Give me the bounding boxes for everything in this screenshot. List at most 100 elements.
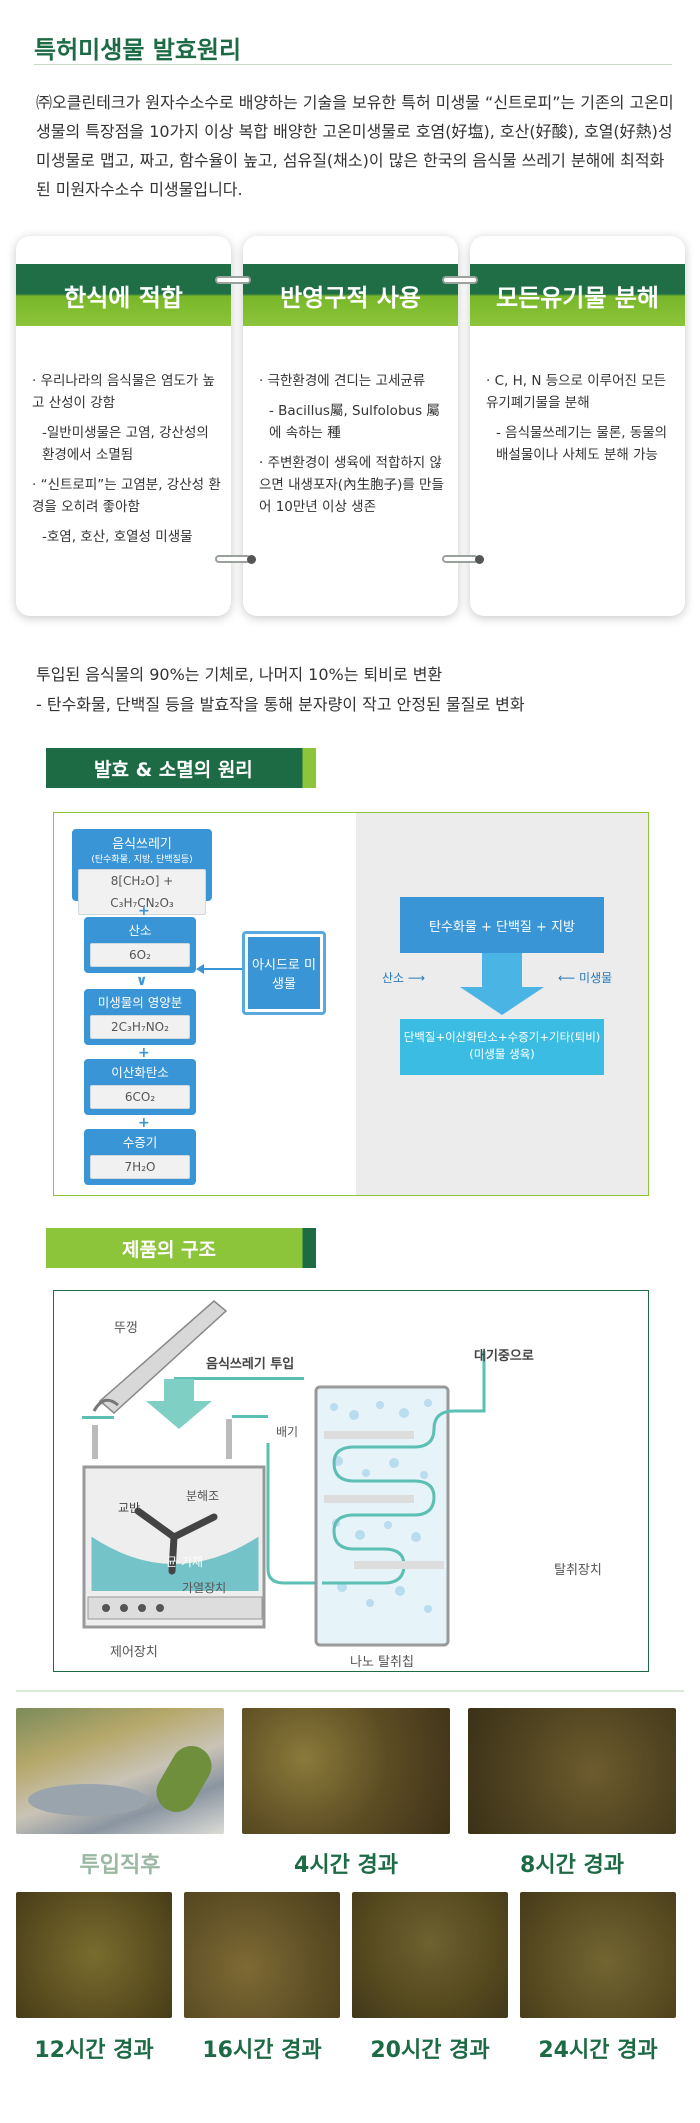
dewater-label: 탈취장치 bbox=[554, 1563, 602, 1578]
exhaust-label: 배기 bbox=[276, 1425, 299, 1439]
food-waste-label: 음식쓰레기 bbox=[112, 837, 172, 852]
card-body: · 극한환경에 견디는 고세균류 - Bacillus屬, Sulfolobus… bbox=[259, 370, 448, 526]
food-waste-sub: (탄수화물, 지방, 단백질등) bbox=[91, 855, 193, 865]
photo-8h bbox=[468, 1708, 676, 1834]
machine-drawing bbox=[82, 1300, 486, 1647]
card-item: · 극한환경에 견디는 고세균류 bbox=[259, 373, 426, 389]
photo-4h bbox=[242, 1708, 450, 1834]
card-item: -일반미생물은 고염, 강산성의 환경에서 소멸됨 bbox=[42, 425, 209, 463]
caption-12h: 12시간 경과 bbox=[16, 2032, 172, 2064]
microbe-input-text: 미생물 bbox=[579, 971, 613, 985]
stirrer-label: 교반 bbox=[118, 1501, 141, 1515]
input-label: 음식쓰레기 투입 bbox=[206, 1357, 295, 1372]
card-item: · C, H, N 등으로 이루어진 모든 유기폐기물을 분해 bbox=[486, 373, 667, 411]
fermentation-heading-bar: 발효 & 소멸의 원리 bbox=[46, 748, 316, 788]
caption-text: 투입직후 bbox=[79, 1853, 161, 1878]
card-item: -호염, 호산, 호열성 미생물 bbox=[42, 529, 193, 545]
summary-line: 투입된 음식물의 90%는 기체로, 나머지 10%는 퇴비로 변환 bbox=[36, 665, 443, 684]
card-connector bbox=[442, 276, 478, 284]
caption-text: 20시간 경과 bbox=[370, 2038, 490, 2063]
caption-text: 24시간 경과 bbox=[538, 2038, 658, 2063]
food-waste-formula: 8[CH₂O] + C₃H₇CN₂O₃ bbox=[78, 869, 206, 915]
atmosphere-label: 대기중으로 bbox=[474, 1349, 534, 1364]
microbe-label: 아시드로 미생물 bbox=[248, 937, 320, 1009]
card-all-organics: 모든유기물 분해 · C, H, N 등으로 이루어진 모든 유기폐기물을 분해… bbox=[470, 236, 685, 616]
oxygen-input-label: 산소 ⟶ bbox=[382, 971, 426, 985]
steam-value: 7H₂O bbox=[90, 1155, 190, 1179]
card-item: · 주변환경이 생육에 적합하지 않으면 내생포자(內生胞子)를 만들어 10만… bbox=[259, 455, 444, 515]
card-body: · 우리나라의 음식물은 염도가 높고 산성이 강함 -일반미생물은 고염, 강… bbox=[32, 370, 221, 556]
card-korean-food: 한식에 적합 · 우리나라의 음식물은 염도가 높고 산성이 강함 -일반미생물… bbox=[16, 236, 231, 616]
card-connector bbox=[215, 555, 251, 563]
fermentation-heading: 발효 & 소멸의 원리 bbox=[94, 758, 253, 781]
summary-line: - 탄수화물, 단백질 등을 발효작을 통해 분자량이 작고 안정된 물질로 변… bbox=[36, 695, 525, 714]
structure-heading-bar: 제품의 구조 bbox=[46, 1228, 316, 1268]
card-title: 모든유기물 분해 bbox=[470, 264, 685, 326]
control-label: 제어장치 bbox=[110, 1645, 158, 1660]
card-connector bbox=[442, 555, 478, 563]
card-item: - Bacillus屬, Sulfolobus 屬에 속하는 種 bbox=[269, 403, 440, 441]
caption-8h: 8시간 경과 bbox=[468, 1847, 676, 1879]
oxygen-box: 산소 6O₂ bbox=[84, 917, 196, 973]
plus-icon: + bbox=[138, 1115, 150, 1131]
chevron-down-icon: ∨ bbox=[136, 973, 148, 989]
photo-16h bbox=[184, 1892, 340, 2018]
caption-20h: 20시간 경과 bbox=[352, 2032, 508, 2064]
co2-box: 이산화탄소 6CO₂ bbox=[84, 1059, 196, 1115]
lid-label: 뚜껑 bbox=[114, 1321, 138, 1336]
nutrient-box: 미생물의 영양분 2C₃H₇NO₂ bbox=[84, 989, 196, 1045]
card-title: 반영구적 사용 bbox=[243, 264, 458, 326]
title-divider bbox=[34, 64, 672, 65]
steam-box: 수증기 7H₂O bbox=[84, 1129, 196, 1185]
card-item: · 우리나라의 음식물은 염도가 높고 산성이 강함 bbox=[32, 373, 215, 411]
summary: 투입된 음식물의 90%는 기체로, 나머지 10%는 퇴비로 변환 - 탄수화… bbox=[36, 660, 525, 720]
card-item: · “신트로피”는 고염분, 강산성 환경을 오히려 좋아함 bbox=[32, 477, 221, 515]
media-label: 균 기재 bbox=[166, 1555, 203, 1569]
caption-16h: 16시간 경과 bbox=[184, 2032, 340, 2064]
photo-food-input bbox=[16, 1708, 224, 1834]
oxygen-label: 산소 bbox=[128, 923, 152, 938]
photo-20h bbox=[352, 1892, 508, 2018]
caption-4h: 4시간 경과 bbox=[242, 1847, 450, 1879]
nano-label: 나노 탈취칩 bbox=[350, 1655, 414, 1670]
steam-label: 수증기 bbox=[122, 1135, 158, 1150]
plus-icon: + bbox=[138, 903, 150, 919]
card-item: - 음식물쓰레기는 물론, 동물의 배설물이나 사체도 분해 가능 bbox=[496, 425, 668, 463]
food-waste-box: 음식쓰레기 (탄수화물, 지방, 단백질등) 8[CH₂O] + C₃H₇CN₂… bbox=[72, 829, 212, 915]
fermentation-diagram: 음식쓰레기 (탄수화물, 지방, 단백질등) 8[CH₂O] + C₃H₇CN₂… bbox=[53, 812, 649, 1196]
caption-text: 12시간 경과 bbox=[34, 2038, 154, 2063]
nutrient-label: 미생물의 영양분 bbox=[97, 995, 183, 1010]
photos-divider bbox=[16, 1690, 684, 1692]
output-label: 단백질+이산화탄소+수증기+기타(퇴비) bbox=[403, 1030, 601, 1044]
connector-dot bbox=[475, 555, 484, 564]
oxygen-value: 6O₂ bbox=[90, 943, 190, 967]
card-connector bbox=[215, 276, 251, 284]
card-permanent-use: 반영구적 사용 · 극한환경에 견디는 고세균류 - Bacillus屬, Su… bbox=[243, 236, 458, 616]
microbe-input-label: ⟵ 미생물 bbox=[558, 971, 613, 985]
output-sub: (미생물 생육) bbox=[469, 1047, 535, 1061]
structure-heading: 제품의 구조 bbox=[122, 1238, 217, 1261]
down-arrow-icon bbox=[460, 953, 544, 1015]
output-box: 단백질+이산화탄소+수증기+기타(퇴비) (미생물 생육) bbox=[400, 1019, 604, 1075]
heater-label: 가열장치 bbox=[182, 1581, 227, 1595]
caption-food-input: 투입직후 bbox=[16, 1847, 224, 1879]
card-body: · C, H, N 등으로 이루어진 모든 유기폐기물을 분해 - 음식물쓰레기… bbox=[486, 370, 675, 474]
input-materials-box: 탄수화물 + 단백질 + 지방 bbox=[400, 897, 604, 953]
caption-24h: 24시간 경과 bbox=[520, 2032, 676, 2064]
card-title: 한식에 적합 bbox=[16, 264, 231, 326]
co2-value: 6CO₂ bbox=[90, 1085, 190, 1109]
page-title: 특허미생물 발효원리 bbox=[34, 36, 242, 64]
tank-label: 분해조 bbox=[186, 1489, 220, 1503]
caption-text: 16시간 경과 bbox=[202, 2038, 322, 2063]
photo-12h bbox=[16, 1892, 172, 2018]
nutrient-value: 2C₃H₇NO₂ bbox=[90, 1015, 190, 1039]
connector-dot bbox=[247, 555, 256, 564]
photo-24h bbox=[520, 1892, 676, 2018]
co2-label: 이산화탄소 bbox=[111, 1065, 169, 1080]
oxygen-input-text: 산소 bbox=[382, 971, 405, 985]
microbe-frame: 아시드로 미생물 bbox=[242, 931, 326, 1015]
plus-icon: + bbox=[138, 1045, 150, 1061]
structure-diagram: 뚜껑 음식쓰레기 투입 배기 대기중으로 교반 분해조 균 기재 가열장치 제어… bbox=[53, 1290, 649, 1672]
intro-paragraph: ㈜오클린테크가 원자수소수로 배양하는 기술을 보유한 특허 미생물 “신트로피… bbox=[36, 93, 674, 199]
arrow-left-icon bbox=[196, 964, 242, 974]
